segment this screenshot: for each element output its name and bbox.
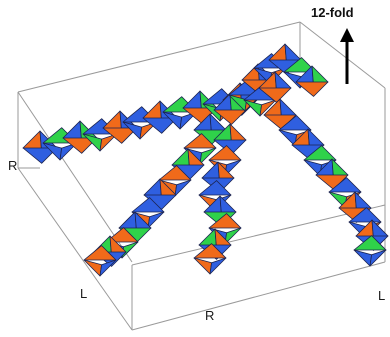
tetrahedron-face <box>83 245 117 261</box>
tetrahedron-face <box>102 127 138 144</box>
tetrahedron-face <box>295 81 329 97</box>
axis-label: 12-fold <box>311 5 354 20</box>
box-edge <box>17 21 301 93</box>
box-edge <box>131 261 386 331</box>
tetrahedron-face <box>348 207 382 223</box>
tetrahedron-face <box>208 213 242 229</box>
box-edge <box>131 204 386 266</box>
handedness-label-bottom-right: L <box>378 288 386 303</box>
tetrahedron-face <box>174 179 192 197</box>
tetrahedron-face <box>213 109 247 125</box>
box-edge <box>299 21 386 89</box>
box-edge <box>17 167 133 331</box>
tetrahedron-face <box>198 180 232 196</box>
tetrahedron-face <box>283 57 317 73</box>
tetrahedron-face <box>193 257 213 275</box>
tetrahedron-face <box>99 259 117 277</box>
tetrahedron-face <box>369 249 387 267</box>
handedness-label-bottom-middle: R <box>205 308 215 323</box>
tetrahedron-face <box>259 99 277 117</box>
tetrahedron-face <box>59 142 78 161</box>
tetrahedron-face <box>224 227 242 245</box>
tetrahedron-face <box>353 249 373 267</box>
axis-arrow <box>340 28 354 84</box>
tetrahedron-face <box>142 117 178 134</box>
handedness-label-left-top: R <box>8 158 18 173</box>
tetrahedron-face <box>278 115 312 131</box>
tetrahedron-face <box>158 165 192 181</box>
helix-chain-1 <box>22 82 258 164</box>
tetrahedron-face <box>99 133 118 152</box>
tetrahedron-face <box>328 177 362 193</box>
tetrahedron-face <box>105 227 139 243</box>
tetrahedron-face <box>131 197 165 213</box>
tetrahedron-face <box>303 145 337 161</box>
tetrahedron-face <box>208 145 242 161</box>
tetrahedron-face <box>183 133 217 149</box>
tetrahedron-face <box>353 235 387 251</box>
handedness-label-left-bottom: L <box>80 286 88 301</box>
axis-arrow-head <box>340 28 354 42</box>
tetrahedron-face <box>213 139 247 155</box>
helix-chain-4 <box>193 98 389 275</box>
helix-chain-2 <box>213 43 329 125</box>
bounding-box <box>17 21 386 331</box>
tetrahedron-face <box>22 147 58 164</box>
tetrahedron-face <box>258 87 292 103</box>
tetrahedron-face <box>199 147 217 165</box>
tetrahedron-face <box>209 257 227 275</box>
box-edge <box>17 91 133 263</box>
tetrahedron-face <box>193 243 227 259</box>
tetrahedron-face <box>147 211 165 229</box>
tetrahedron-face <box>62 137 98 154</box>
